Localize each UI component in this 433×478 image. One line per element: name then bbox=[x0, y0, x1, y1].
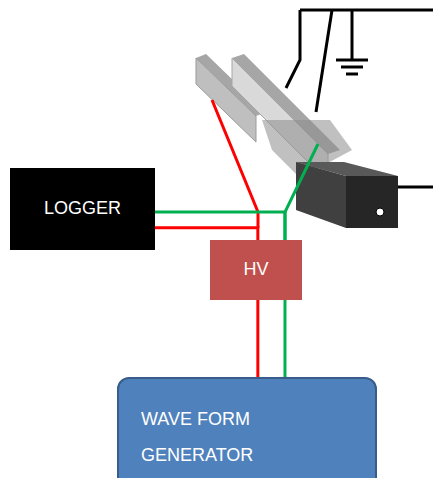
node-label: LOGGER bbox=[44, 198, 121, 220]
wire-connector bbox=[283, 300, 286, 377]
logger-box: LOGGER bbox=[10, 168, 155, 250]
green-electrode-wire bbox=[285, 144, 318, 240]
wire-connector bbox=[155, 228, 258, 240]
hv-box: HV bbox=[210, 240, 302, 300]
wire-connector bbox=[155, 212, 285, 240]
wire-connector bbox=[256, 300, 259, 377]
node-label: WAVE FORM GENERATOR bbox=[141, 401, 271, 473]
red-electrode-wire bbox=[212, 100, 258, 228]
waveform-generator-box: WAVE FORM GENERATOR bbox=[117, 377, 377, 478]
node-label: HV bbox=[243, 259, 268, 281]
sample-holder bbox=[296, 162, 398, 228]
